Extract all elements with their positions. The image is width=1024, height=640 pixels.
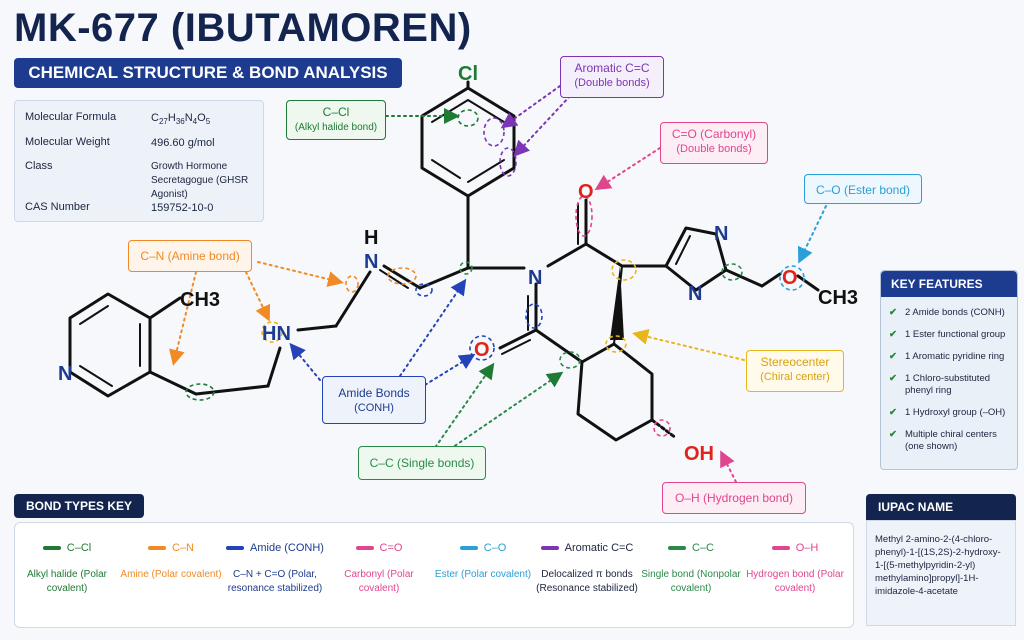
bond-key-item: C=O Carbonyl (Polar covalent)	[344, 542, 414, 594]
check-icon: ✔	[889, 351, 897, 362]
callout-c-cl: C–Cl (Alkyl halide bond)	[286, 100, 386, 140]
check-icon: ✔	[889, 329, 897, 340]
page-title: MK-677 (IBUTAMOREN)	[14, 6, 472, 50]
stereo-wedge	[610, 266, 624, 340]
info-panel: Molecular Formula C27H36N4O5 Molecular W…	[14, 100, 264, 222]
bond-key-title: BOND TYPES KEY	[14, 494, 144, 518]
atom-n-amide: N	[528, 267, 542, 289]
atom-n-imidazole-2: N	[688, 283, 702, 305]
info-value: 159752-10-0	[151, 202, 214, 214]
info-value: 496.60 g/mol	[151, 137, 215, 149]
bond-key-item: Aromatic C=C Delocalized π bonds (Resona…	[536, 542, 638, 594]
atom-o-ester: O	[782, 267, 798, 289]
atom-o-amide: O	[474, 339, 490, 361]
molecular-formula: C27H36N4O5	[151, 112, 211, 127]
check-icon: ✔	[889, 307, 897, 318]
check-icon: ✔	[889, 429, 897, 440]
bond-swatch	[667, 546, 686, 551]
bond-key-item: C–C Single bond (Nonpolar covalent)	[641, 542, 741, 594]
bond-key-item: C–N Amine (Polar covalent)	[120, 542, 222, 580]
bond-swatch	[459, 546, 478, 551]
check-icon: ✔	[889, 373, 897, 384]
info-key: CAS Number	[25, 201, 90, 213]
bond-swatch	[147, 546, 166, 551]
info-key: Class	[25, 160, 53, 172]
info-key: Molecular Formula	[25, 111, 117, 123]
atom-h: H	[364, 227, 378, 249]
bond-key-item: Amide (CONH) C–N + C=O (Polar, resonance…	[226, 542, 324, 594]
check-icon: ✔	[889, 407, 897, 418]
callout-stereocenter: Stereocenter (Chiral center)	[746, 350, 844, 392]
callout-single-bonds: C–C (Single bonds)	[358, 446, 486, 480]
atom-hn: HN	[262, 323, 291, 345]
atom-oh: OH	[684, 443, 714, 465]
atom-n-amine: N	[364, 251, 378, 273]
page-subtitle: CHEMICAL STRUCTURE & BOND ANALYSIS	[14, 58, 402, 88]
callout-ester: C–O (Ester bond)	[804, 174, 922, 204]
atom-n-pyridine: N	[58, 363, 72, 385]
atom-ch3-right: CH3	[818, 287, 858, 309]
atom-ch3-left: CH3	[180, 289, 220, 311]
iupac-name: Methyl 2-amino-2-(4-chloro-phenyl)-1-[(1…	[866, 520, 1016, 626]
bond-key-item: C–Cl Alkyl halide (Polar covalent)	[26, 542, 108, 594]
callout-aromatic: Aromatic C=C (Double bonds)	[560, 56, 664, 98]
key-features-panel: KEY FEATURES ✔2 Amide bonds (CONH) ✔1 Es…	[880, 270, 1018, 470]
bond-highlights	[185, 109, 805, 437]
bond-swatch	[771, 546, 790, 551]
atom-o-top: O	[578, 181, 594, 203]
atom-cl: Cl	[458, 63, 478, 85]
bond-swatch	[540, 546, 559, 551]
callout-hydrogen: O–H (Hydrogen bond)	[662, 482, 806, 514]
bond-swatch	[226, 546, 245, 551]
callout-arrows	[169, 85, 827, 483]
iupac-title: IUPAC NAME	[866, 494, 1016, 520]
callout-carbonyl: C=O (Carbonyl) (Double bonds)	[660, 122, 768, 164]
bond-swatch	[355, 546, 374, 551]
callout-amine: C–N (Amine bond)	[128, 240, 252, 272]
info-key: Molecular Weight	[25, 136, 110, 148]
callout-amide: Amide Bonds (CONH)	[322, 376, 426, 424]
bond-key-item: O–H Hydrogen bond (Polar covalent)	[746, 542, 844, 594]
info-value: Growth Hormone Secretagogue (GHSR Agonis…	[151, 161, 249, 200]
bond-key-panel: C–Cl Alkyl halide (Polar covalent) C–N A…	[14, 522, 854, 628]
bond-swatch	[42, 546, 61, 551]
bond-key-item: C–O Ester (Polar covalent)	[434, 542, 532, 580]
key-features-title: KEY FEATURES	[881, 271, 1017, 297]
atom-n-imidazole-1: N	[714, 223, 728, 245]
atom-labels: Cl H N HN N O O N N O CH3 CH3 N OH	[58, 63, 858, 465]
